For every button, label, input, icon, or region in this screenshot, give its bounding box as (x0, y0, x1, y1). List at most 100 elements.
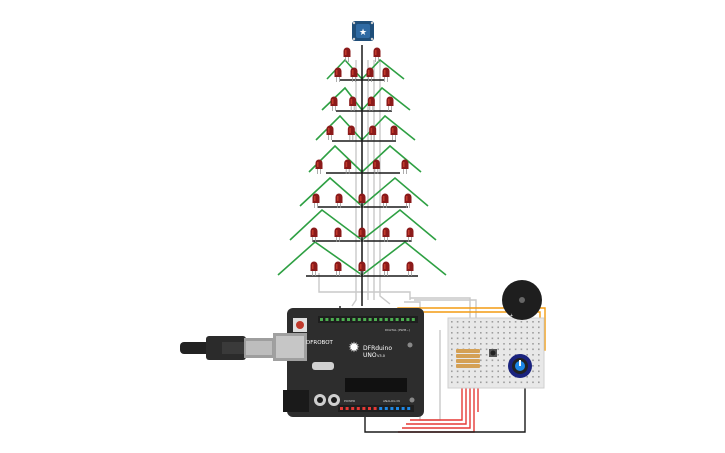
breadboard-hole[interactable] (491, 321, 494, 323)
analog-pin[interactable] (345, 407, 349, 410)
analog-pin[interactable] (368, 407, 371, 410)
breadboard-hole[interactable] (497, 359, 499, 362)
breadboard-hole[interactable] (485, 354, 488, 356)
breadboard-hole[interactable] (532, 370, 534, 373)
breadboard-hole[interactable] (503, 370, 505, 373)
digital-pin[interactable] (357, 318, 361, 321)
breadboard-hole[interactable] (480, 337, 482, 340)
breadboard-hole[interactable] (474, 321, 476, 323)
breadboard-hole[interactable] (491, 376, 494, 378)
breadboard-hole[interactable] (480, 354, 482, 356)
breadboard-hole[interactable] (514, 381, 517, 384)
breadboard-hole[interactable] (532, 321, 534, 323)
breadboard-hole[interactable] (485, 321, 488, 323)
led[interactable] (406, 227, 414, 243)
breadboard-hole[interactable] (497, 326, 499, 329)
breadboard-hole[interactable] (538, 332, 540, 334)
breadboard-hole[interactable] (503, 376, 505, 378)
potentiometer[interactable] (508, 354, 532, 378)
digital-pin[interactable] (401, 318, 404, 321)
breadboard-hole[interactable] (480, 348, 482, 351)
breadboard-hole[interactable] (526, 321, 528, 323)
breadboard-hole[interactable] (474, 376, 476, 378)
breadboard-hole[interactable] (532, 348, 534, 351)
breadboard-hole[interactable] (474, 337, 476, 340)
led[interactable] (401, 159, 409, 175)
breadboard-hole[interactable] (514, 337, 517, 340)
led[interactable] (390, 125, 398, 141)
breadboard-hole[interactable] (509, 354, 511, 356)
breadboard-hole[interactable] (491, 343, 494, 345)
digital-pin[interactable] (379, 318, 383, 321)
led[interactable] (315, 159, 323, 175)
digital-pin[interactable] (411, 318, 415, 321)
breadboard-hole[interactable] (509, 337, 511, 340)
digital-pin[interactable] (352, 318, 356, 321)
digital-pin[interactable] (374, 318, 377, 321)
breadboard-hole[interactable] (451, 381, 453, 384)
breadboard-hole[interactable] (538, 326, 540, 329)
breadboard-hole[interactable] (509, 343, 511, 345)
breadboard-hole[interactable] (474, 343, 476, 345)
breadboard-hole[interactable] (480, 359, 482, 362)
led[interactable] (372, 159, 380, 175)
breadboard-hole[interactable] (462, 332, 465, 334)
breadboard-hole[interactable] (480, 343, 482, 345)
breadboard-hole[interactable] (456, 321, 459, 323)
breadboard-hole[interactable] (491, 370, 494, 373)
digital-pin[interactable] (330, 318, 334, 321)
breadboard-hole[interactable] (538, 376, 540, 378)
breadboard-hole[interactable] (456, 370, 459, 373)
led[interactable] (358, 261, 366, 277)
digital-pin[interactable] (395, 318, 399, 321)
breadboard-hole[interactable] (474, 381, 476, 384)
breadboard-hole[interactable] (503, 321, 505, 323)
breadboard-hole[interactable] (514, 326, 517, 329)
analog-pin[interactable] (351, 407, 355, 410)
breadboard-hole[interactable] (451, 321, 453, 323)
arduino-board[interactable]: ✹ DFROBOT DFRduino UNO V3.0 DIGITAL (PWM… (273, 308, 424, 417)
led[interactable] (404, 193, 412, 208)
breadboard-hole[interactable] (468, 343, 470, 345)
breadboard-hole[interactable] (532, 365, 534, 367)
breadboard-hole[interactable] (520, 343, 523, 345)
breadboard-hole[interactable] (456, 376, 459, 378)
breadboard-hole[interactable] (532, 359, 534, 362)
led[interactable] (335, 193, 343, 208)
breadboard-hole[interactable] (491, 337, 494, 340)
breadboard-hole[interactable] (503, 348, 505, 351)
breadboard-hole[interactable] (503, 326, 505, 329)
breadboard-hole[interactable] (485, 348, 488, 351)
breadboard-hole[interactable] (480, 332, 482, 334)
breadboard-hole[interactable] (538, 343, 540, 345)
breadboard-hole[interactable] (485, 359, 488, 362)
breadboard-hole[interactable] (456, 343, 459, 345)
breadboard-hole[interactable] (491, 359, 494, 362)
led[interactable] (369, 125, 377, 141)
breadboard-hole[interactable] (526, 348, 528, 351)
digital-pin[interactable] (341, 318, 345, 321)
star-led[interactable]: ★ (352, 21, 374, 41)
breadboard-hole[interactable] (480, 321, 482, 323)
breadboard-hole[interactable] (532, 337, 534, 340)
breadboard-hole[interactable] (532, 326, 534, 329)
breadboard-hole[interactable] (532, 381, 534, 384)
led[interactable] (367, 96, 375, 111)
led[interactable] (381, 193, 389, 208)
breadboard-hole[interactable] (480, 365, 482, 367)
breadboard-hole[interactable] (456, 381, 459, 384)
breadboard-hole[interactable] (451, 376, 453, 378)
breadboard-hole[interactable] (520, 326, 523, 329)
led[interactable] (382, 67, 390, 83)
breadboard[interactable] (447, 317, 545, 389)
analog-pin[interactable] (356, 407, 360, 410)
analog-pin[interactable] (379, 407, 383, 410)
breadboard-hole[interactable] (491, 332, 494, 334)
breadboard-hole[interactable] (451, 359, 453, 362)
breadboard-hole[interactable] (526, 376, 528, 378)
breadboard-hole[interactable] (462, 326, 465, 329)
digital-pin[interactable] (320, 318, 323, 321)
breadboard-hole[interactable] (503, 381, 505, 384)
breadboard-hole[interactable] (497, 376, 499, 378)
led[interactable] (382, 227, 390, 243)
